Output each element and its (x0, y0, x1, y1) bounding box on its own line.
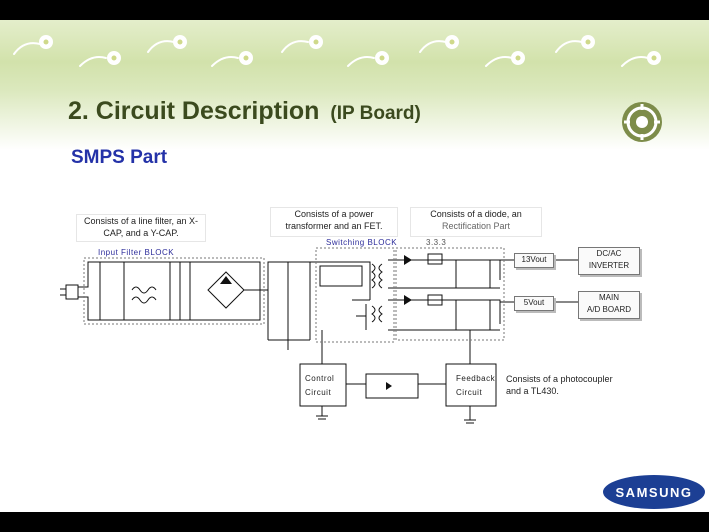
line-filter-callout: Consists of a line filter, an X-CAP, and… (77, 215, 205, 241)
input-filter-label: Input Filter BLOCK (98, 248, 175, 257)
switching-block-label: Switching BLOCK (326, 238, 398, 247)
inverter-target-line2: INVERTER (588, 261, 630, 270)
logo-text: SAMSUNG (616, 485, 693, 500)
section-subtitle: SMPS Part (71, 147, 168, 168)
letterbox-top (0, 0, 709, 20)
inverter-target: DC/AC INVERTER (578, 247, 640, 275)
samsung-logo: SAMSUNG (603, 475, 705, 509)
control-circuit-label-1: Control (305, 374, 335, 383)
diode-callout-text: Consists of a diode, an (430, 209, 522, 219)
gear-emblem-icon (622, 102, 662, 142)
photocoupler-note: Consists of a photocoupler and a TL430. (506, 374, 613, 396)
power-transformer-callout: Consists of a power transformer and an F… (271, 208, 397, 236)
main-board-target-line1: MAIN (599, 293, 619, 302)
feedback-circuit-label-2: Circuit (456, 388, 483, 397)
inverter-target-line1: DC/AC (596, 249, 622, 258)
main-board-target-line2: A/D BOARD (586, 305, 631, 314)
output-rail-5v: 5Vout (514, 296, 554, 311)
header-fade (0, 90, 709, 150)
slide-title: 2. Circuit Description (IP Board) (68, 97, 421, 126)
main-board-target: MAIN A/D BOARD (578, 291, 640, 319)
letterbox-bottom (0, 512, 709, 532)
title-text: 2. Circuit Description (68, 97, 320, 125)
rectification-part-text: Rectification Part (441, 221, 511, 231)
flower-decoration (13, 35, 661, 67)
block-3-label: 3.3.3 (426, 238, 447, 247)
feedback-circuit-label-1: Feedback (456, 374, 496, 383)
output-rail-13v: 13Vout (514, 253, 554, 268)
control-circuit-label-2: Circuit (305, 388, 332, 397)
title-suffix: (IP Board) (330, 103, 421, 124)
rectification-callout: Consists of a diode, an Rectification Pa… (411, 208, 541, 236)
